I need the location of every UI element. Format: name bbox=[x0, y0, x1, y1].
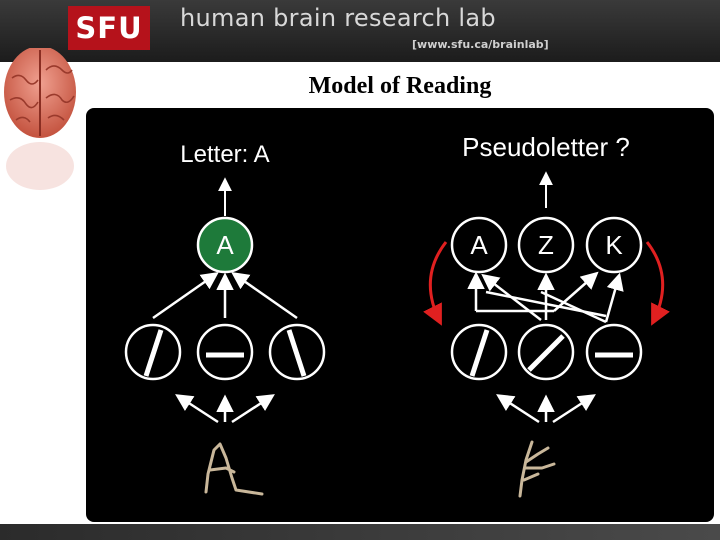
lab-url: [www.sfu.ca/brainlab] bbox=[412, 38, 549, 51]
feature-to-letter-connection bbox=[604, 272, 624, 323]
brain-image bbox=[4, 48, 76, 190]
letter-node-k bbox=[585, 216, 643, 274]
letter-node-a-label: A bbox=[470, 230, 488, 260]
input-to-feature-arrow bbox=[231, 394, 275, 424]
forward-slash-stroke bbox=[469, 329, 490, 377]
letter-node-k-label: K bbox=[605, 230, 623, 260]
letter-node-z bbox=[517, 216, 575, 274]
header-bar: SFU human brain research lab [www.sfu.ca… bbox=[0, 0, 720, 62]
pseudoletter-label: Pseudoletter ? bbox=[462, 132, 630, 162]
input-to-feature-arrow bbox=[175, 394, 219, 424]
letter-node-a bbox=[196, 216, 254, 274]
feature-to-letter-connection bbox=[540, 290, 607, 324]
slide-title: Model of Reading bbox=[308, 73, 492, 99]
letter-node-a-label: A bbox=[216, 230, 234, 260]
footer-bar bbox=[0, 524, 720, 540]
letter-label: Letter: A bbox=[180, 141, 269, 168]
feedback-arrow-right bbox=[645, 241, 670, 326]
diagonal-stroke bbox=[527, 334, 565, 372]
handwritten-pseudoletter-input bbox=[518, 440, 556, 498]
input-to-feature-arrow bbox=[552, 394, 596, 424]
input-to-feature-arrow bbox=[496, 394, 540, 424]
feature-node-horizontal-bar bbox=[196, 323, 254, 381]
diagram-panel: Letter: A A Pseudoletter ? A Z K bbox=[86, 108, 714, 522]
sfu-logo: SFU bbox=[68, 6, 150, 50]
forward-slash-stroke bbox=[143, 329, 164, 377]
feature-to-letter-connection bbox=[553, 271, 599, 312]
feature-to-letter-arrow bbox=[152, 271, 219, 320]
feature-to-letter-arrow bbox=[231, 271, 298, 320]
feature-node-horizontal-bar bbox=[585, 323, 643, 381]
feedback-arrow-left bbox=[423, 241, 448, 326]
lab-name: human brain research lab bbox=[180, 4, 496, 32]
letter-node-z-label: Z bbox=[538, 230, 554, 260]
handwritten-a-input bbox=[204, 442, 264, 496]
reading-model-diagram: Letter: A A Pseudoletter ? A Z K bbox=[124, 132, 670, 498]
backslash-stroke bbox=[286, 329, 307, 377]
